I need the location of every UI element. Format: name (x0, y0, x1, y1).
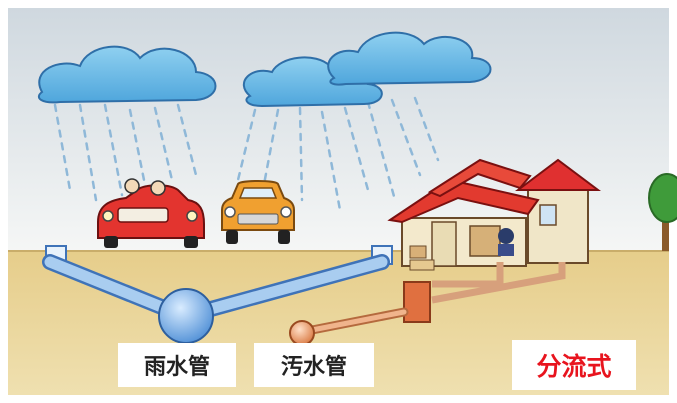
rainwater-pipe (42, 245, 393, 344)
sewage-pipe-label: 汚水管 (254, 343, 374, 387)
rainwater-pipe-label: 雨水管 (118, 343, 236, 387)
rain-drops (53, 96, 440, 212)
cloud-right (327, 31, 492, 86)
separate-system-label: 分流式 (512, 340, 636, 390)
orange-car-icon (221, 180, 295, 244)
house-icon (387, 158, 601, 271)
cloud-left (37, 45, 217, 104)
tree-icon (648, 173, 677, 251)
red-car-icon (97, 178, 205, 248)
sewage-pipe (289, 262, 566, 346)
